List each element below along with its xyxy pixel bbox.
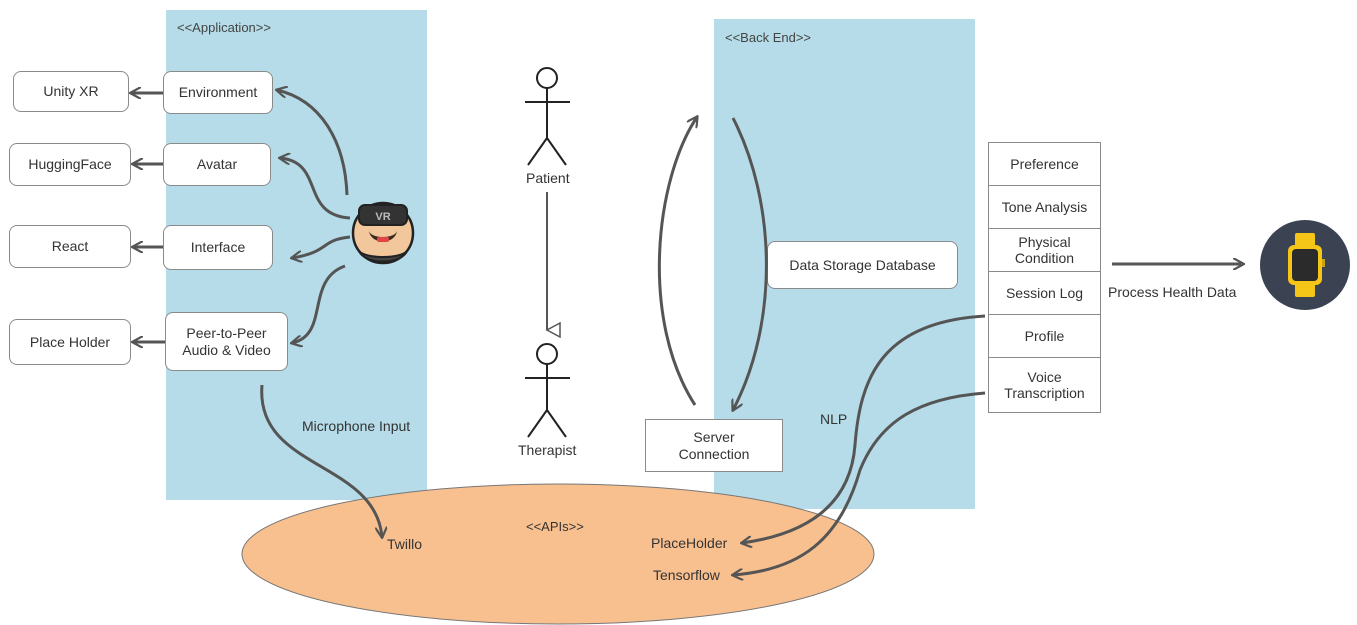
- smartwatch-icon: [1260, 220, 1350, 310]
- huggingface-box[interactable]: HuggingFace: [9, 143, 131, 186]
- apis-stereotype: <<APIs>>: [526, 519, 584, 534]
- table-row: Preference: [989, 143, 1100, 186]
- interface-component[interactable]: Interface: [163, 225, 273, 270]
- microphone-label: Microphone Input: [302, 418, 411, 434]
- environment-component[interactable]: Environment: [163, 71, 273, 114]
- backend-stereotype: <<Back End>>: [725, 30, 812, 45]
- patient-label: Patient: [526, 170, 570, 186]
- vr-badge: VR: [375, 211, 390, 223]
- application-stereotype: <<Application>>: [177, 20, 271, 35]
- nlp-label: NLP: [820, 411, 848, 427]
- table-row: Physical Condition: [989, 229, 1100, 272]
- data-table: Preference Tone Analysis Physical Condit…: [988, 142, 1101, 413]
- twilio-api[interactable]: Twillo: [387, 536, 423, 552]
- table-row: Tone Analysis: [989, 186, 1100, 229]
- place-holder-box[interactable]: Place Holder: [9, 319, 131, 365]
- vr-user-icon: VR: [351, 201, 415, 265]
- database-box[interactable]: Data Storage Database: [767, 241, 958, 289]
- unity-xr-box[interactable]: Unity XR: [13, 71, 129, 112]
- avatar-component[interactable]: Avatar: [163, 143, 271, 186]
- react-box[interactable]: React: [9, 225, 131, 268]
- server-connection-box[interactable]: Server Connection: [645, 419, 783, 472]
- tensorflow-api[interactable]: Tensorflow: [653, 567, 720, 583]
- table-row: Voice Transcription: [1004, 368, 1085, 401]
- table-row: Session Log: [989, 272, 1100, 315]
- placeholder-api[interactable]: PlaceHolder: [651, 535, 728, 551]
- therapist-label: Therapist: [518, 442, 577, 458]
- process-health-label: Process Health Data: [1108, 284, 1237, 300]
- table-row: Profile: [989, 315, 1100, 358]
- peer-to-peer-component[interactable]: Peer-to-Peer Audio & Video: [165, 312, 288, 371]
- apis-ellipse: [241, 483, 875, 625]
